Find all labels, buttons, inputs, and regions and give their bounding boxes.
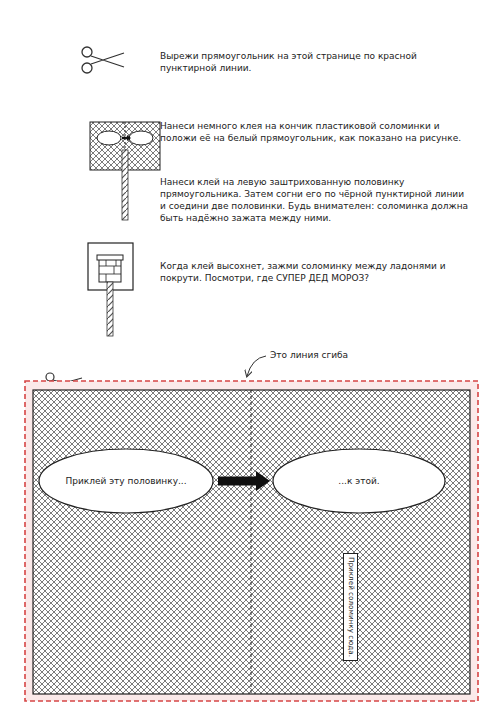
cut-line (25, 381, 478, 701)
glue-oval: Приклей эту половинку... (38, 448, 214, 514)
leader-line (247, 356, 266, 376)
instruction-text: Нанеси немного клея на кончик пластиково… (160, 120, 470, 144)
mask-illustration (90, 122, 160, 220)
straw-strip: Приклей соломинку сюда. (343, 553, 358, 661)
strip-text: Приклей соломинку сюда. (346, 557, 355, 657)
chimney-illustration (88, 243, 133, 336)
oval-text: Приклей эту половинку... (65, 476, 186, 486)
fold-line (251, 390, 252, 694)
scissors-icon (82, 47, 124, 73)
block-arrow (218, 471, 270, 491)
instruction-text: Нанеси клей на левую заштрихованную поло… (160, 176, 470, 225)
oval-text: ...к этой. (338, 476, 379, 486)
glue-oval: ...к этой. (272, 448, 446, 514)
instruction-text: Вырежи прямоугольник на этой странице по… (160, 50, 460, 74)
instruction-text: Когда клей высохнет, зажми соломинку меж… (160, 260, 460, 284)
hatched-panel (33, 390, 470, 694)
fold-note: Это линия сгиба (270, 349, 410, 361)
